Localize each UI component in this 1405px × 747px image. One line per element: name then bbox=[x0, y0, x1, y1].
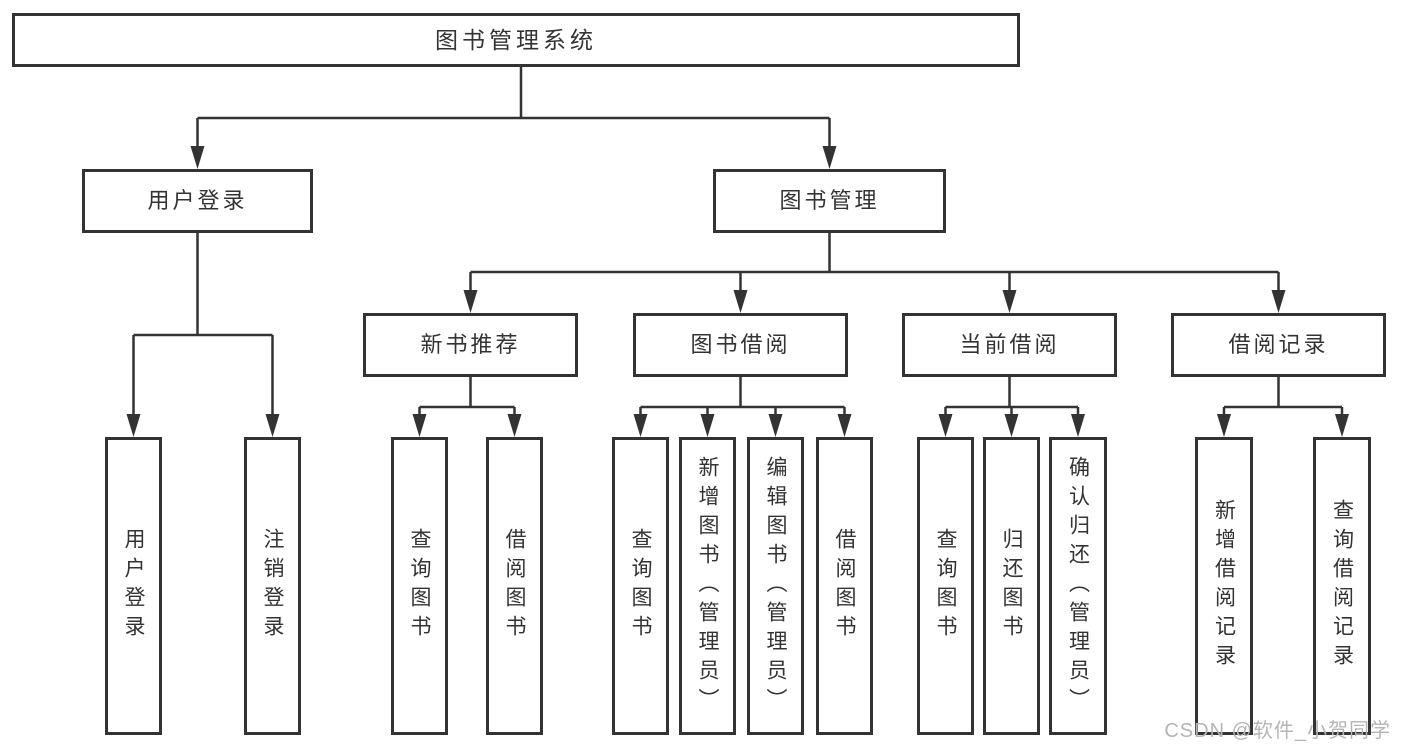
node-user-login-group: 用户登录 bbox=[82, 169, 313, 233]
node-current-borrowing: 当前借阅 bbox=[902, 313, 1117, 377]
arrow-down-icon bbox=[733, 290, 748, 313]
arrow-down-icon bbox=[463, 290, 478, 313]
leaf-query-books-borrowing: 查询图书 bbox=[612, 437, 669, 735]
node-borrowing-records: 借阅记录 bbox=[1171, 313, 1386, 377]
leaf-return-books: 归还图书 bbox=[983, 437, 1040, 735]
arrow-down-icon bbox=[412, 414, 427, 437]
arrow-down-icon bbox=[1217, 414, 1231, 437]
connector-new-book-recommendation-to-leaves bbox=[418, 377, 516, 418]
leaf-add-borrow-record: 新增借阅记录 bbox=[1195, 437, 1253, 735]
node-book-borrowing: 图书借阅 bbox=[633, 313, 848, 377]
connector-root-to-level2 bbox=[196, 67, 831, 150]
leaf-query-borrow-record: 查询借阅记录 bbox=[1313, 437, 1371, 735]
leaf-borrow-books-recommend: 借阅图书 bbox=[486, 437, 543, 735]
leaf-confirm-return-admin: 确认归还（管理员） bbox=[1049, 437, 1107, 735]
arrow-down-icon bbox=[265, 414, 280, 437]
node-new-book-recommendation: 新书推荐 bbox=[363, 313, 578, 377]
arrow-down-icon bbox=[126, 414, 141, 437]
arrow-down-icon bbox=[822, 146, 837, 169]
arrowheads bbox=[126, 146, 1349, 437]
arrow-down-icon bbox=[700, 414, 715, 437]
connector-borrowing-records-to-leaves bbox=[1222, 377, 1344, 418]
arrow-down-icon bbox=[1335, 414, 1349, 437]
arrow-down-icon bbox=[1002, 290, 1017, 313]
arrow-down-icon bbox=[1004, 414, 1019, 437]
arrow-down-icon bbox=[837, 414, 852, 437]
leaf-query-books-recommend: 查询图书 bbox=[391, 437, 448, 735]
arrow-down-icon bbox=[1071, 414, 1085, 437]
connector-book-borrowing-to-leaves bbox=[639, 377, 846, 418]
node-book-management: 图书管理 bbox=[713, 169, 946, 233]
arrow-down-icon bbox=[938, 414, 953, 437]
leaf-user-login: 用户登录 bbox=[105, 437, 162, 735]
leaf-edit-books-admin: 编辑图书（管理员） bbox=[747, 437, 804, 735]
connector-current-borrowing-to-leaves bbox=[944, 377, 1080, 418]
node-library-management-system: 图书管理系统 bbox=[12, 13, 1020, 67]
leaf-add-books-admin: 新增图书（管理员） bbox=[679, 437, 736, 735]
connector-user-login-to-leaves bbox=[132, 233, 274, 418]
connector-book-management-to-level3 bbox=[469, 233, 1280, 294]
arrow-down-icon bbox=[507, 414, 522, 437]
arrow-down-icon bbox=[190, 146, 205, 169]
arrow-down-icon bbox=[633, 414, 648, 437]
arrow-down-icon bbox=[1271, 290, 1286, 313]
arrow-down-icon bbox=[768, 414, 783, 437]
leaf-query-books-current: 查询图书 bbox=[917, 437, 974, 735]
leaf-logout: 注销登录 bbox=[244, 437, 301, 735]
leaf-borrow-books-borrowing: 借阅图书 bbox=[816, 437, 873, 735]
